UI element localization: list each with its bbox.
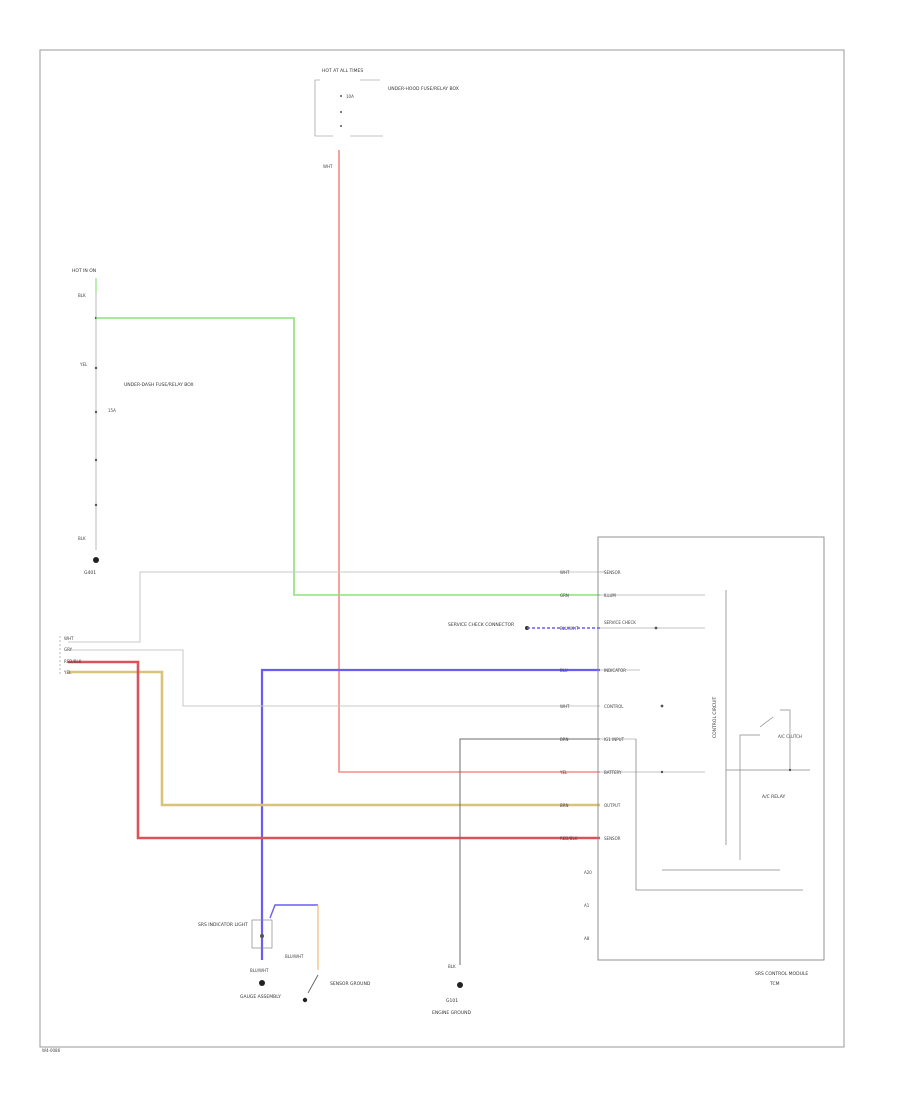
- fuse-left-fuse: 15A: [108, 408, 116, 413]
- connector-left-wire-1: WHT: [64, 636, 74, 641]
- wire-gray-2: [68, 649, 600, 707]
- indicator-switch-label: SENSOR GROUND: [330, 981, 371, 987]
- connector-left-wire-4: YEL: [63, 670, 72, 675]
- module-relay-pin: A/C CLUTCH: [778, 734, 802, 739]
- module-desc: SRS CONTROL MODULE: [755, 971, 808, 977]
- module-pin-2-wire: GRN: [560, 593, 569, 598]
- connector-left-wire-2: GRY: [64, 647, 73, 652]
- indicator: SRS INDICATOR LIGHT BLU/WHT BLU/WHT GAUG…: [198, 919, 371, 1003]
- module-sub-desc: TCM: [769, 981, 780, 987]
- module-pin-4-name: INDICATOR: [604, 668, 626, 673]
- module-pin-6-wire: BRN: [560, 737, 569, 742]
- wire-yellow: [68, 670, 600, 807]
- ground-left: G401: [84, 557, 99, 576]
- fuse-left-wire-top: BLK: [78, 293, 86, 298]
- fuse-left-desc: UNDER-DASH FUSE/RELAY BOX: [124, 382, 194, 388]
- module-relay-label: A/C RELAY: [762, 794, 785, 800]
- ground-mid-wire: BLK: [448, 964, 456, 969]
- module-pin-3-name: SERVICE CHECK: [604, 620, 636, 625]
- module-extra-pin-3: A8: [584, 936, 590, 941]
- svc-connector-label: SERVICE CHECK CONNECTOR: [448, 622, 514, 628]
- module-pin-8-name: OUTPUT: [604, 803, 621, 808]
- module-pin-1-name: SENSOR: [604, 570, 621, 575]
- wire-green: [96, 317, 600, 596]
- module-pin-2-name: ILLUM: [604, 593, 616, 598]
- fuse-top: HOT AT ALL TIMES 10A UNDER-HOOD FUSE/REL…: [314, 68, 459, 169]
- wire-blue: [260, 668, 600, 960]
- wire-ground: [459, 738, 600, 965]
- module-extra-pin-2: A1: [584, 903, 590, 908]
- ground-mid: BLK G101 ENGINE GROUND: [432, 964, 471, 1016]
- module-pin-5-wire: WHT: [560, 704, 570, 709]
- fuse-top-label: HOT AT ALL TIMES: [322, 68, 363, 74]
- wire-blue-short: [269, 904, 318, 919]
- module-inner-label: CONTROL CIRCUIT: [712, 696, 718, 738]
- module-pin-7-wire: YEL: [559, 770, 568, 775]
- wire-gray-1: [68, 571, 600, 643]
- wire-darkred: [68, 660, 600, 840]
- ground-left-label: G401: [84, 570, 96, 576]
- module-pin-5-name: CONTROL: [604, 704, 624, 709]
- fuse-left-label: HOT IN ON: [72, 268, 96, 274]
- indicator-label: SRS INDICATOR LIGHT: [198, 922, 248, 928]
- wire-red: [338, 150, 600, 773]
- ground-mid-label: G101: [446, 998, 458, 1004]
- indicator-wire: BLU/WHT: [285, 954, 304, 959]
- fuse-top-desc: UNDER-HOOD FUSE/RELAY BOX: [388, 86, 459, 92]
- ground-mid-desc: ENGINE GROUND: [432, 1010, 471, 1016]
- module-pin-6-name: IG1 INPUT: [604, 737, 625, 742]
- fuse-top-fuse: 10A: [346, 94, 354, 99]
- module-pin-7-name: BATTERY: [604, 770, 622, 775]
- page-id: W4-0086: [42, 1048, 61, 1053]
- connector-left: WHT GRY RED/BLK YEL: [59, 636, 82, 676]
- module-pin-1-wire: WHT: [560, 570, 570, 575]
- module-pin-8-wire: BRN: [560, 803, 569, 808]
- module-pin-9-name: SENSOR: [604, 836, 621, 841]
- fuse-left-wire-mid: YEL: [79, 362, 88, 367]
- diagram-frame: [39, 49, 845, 1048]
- svc-connector: SERVICE CHECK CONNECTOR: [448, 622, 600, 630]
- module-extra-pin-1: A20: [584, 870, 592, 875]
- fuse-top-wire: WHT: [323, 164, 333, 169]
- fuse-left: HOT IN ON BLK YEL UNDER-DASH FUSE/RELAY …: [72, 268, 194, 550]
- module-pin-4-wire: BLU: [560, 668, 568, 673]
- module-right: CONTROL CIRCUIT A/C RELAY A/C CLUTCH SRS…: [559, 536, 825, 987]
- indicator-ground: GAUGE ASSEMBLY: [240, 994, 281, 1000]
- indicator-wire-bottom: BLU/WHT: [250, 968, 269, 973]
- fuse-left-wire-bottom: BLK: [78, 536, 86, 541]
- connector-left-wire-3: RED/BLK: [64, 659, 82, 664]
- module-pin-9-wire: RED/BLK: [560, 836, 578, 841]
